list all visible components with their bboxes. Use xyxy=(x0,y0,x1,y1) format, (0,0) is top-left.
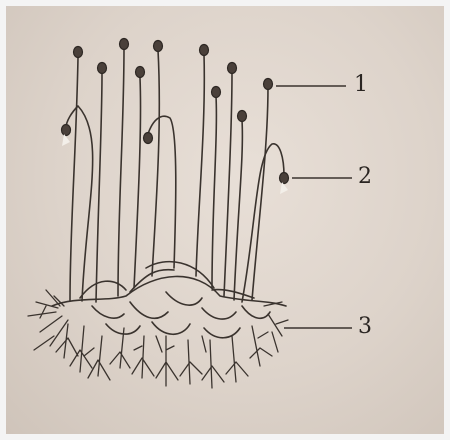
sporangiophore-13 xyxy=(242,144,284,302)
stolon-2 xyxy=(146,262,214,288)
sporangiophore-10 xyxy=(224,72,232,296)
label-1: 1 xyxy=(354,72,368,97)
sporangium-2 xyxy=(98,63,107,74)
sporangiophore-12 xyxy=(252,86,268,300)
sporangiophore-8 xyxy=(196,54,204,276)
leader-lines xyxy=(276,86,352,328)
rhizoids xyxy=(28,290,288,388)
sporangium-13 xyxy=(280,173,289,184)
stolon-1 xyxy=(80,281,126,298)
sporangiophore-1 xyxy=(70,58,78,301)
sporangiophore-3 xyxy=(96,74,102,302)
sporangium-7 xyxy=(212,87,221,98)
sporangium-4 xyxy=(136,67,145,78)
sporangiophore-4 xyxy=(118,48,124,296)
sporangiophore-11 xyxy=(234,120,242,300)
sporangium-5 xyxy=(154,41,163,52)
sporangiophore-6 xyxy=(152,50,159,276)
sporangiophore-5 xyxy=(134,78,141,288)
sporangium-12 xyxy=(144,133,153,144)
label-3: 3 xyxy=(358,314,372,339)
sporangium-3 xyxy=(120,39,129,50)
sporangiophore-9 xyxy=(212,96,216,288)
sporangium-1 xyxy=(74,47,83,58)
sporangium-6 xyxy=(200,45,209,56)
sporangium-10 xyxy=(264,79,273,90)
sporangium-8 xyxy=(228,63,237,74)
mold-illustration xyxy=(6,6,444,434)
substrate-outline xyxy=(52,276,286,306)
label-2: 2 xyxy=(358,164,372,189)
sporangium-11 xyxy=(62,125,71,136)
diagram-canvas xyxy=(6,6,444,434)
sporangium-9 xyxy=(238,111,247,122)
